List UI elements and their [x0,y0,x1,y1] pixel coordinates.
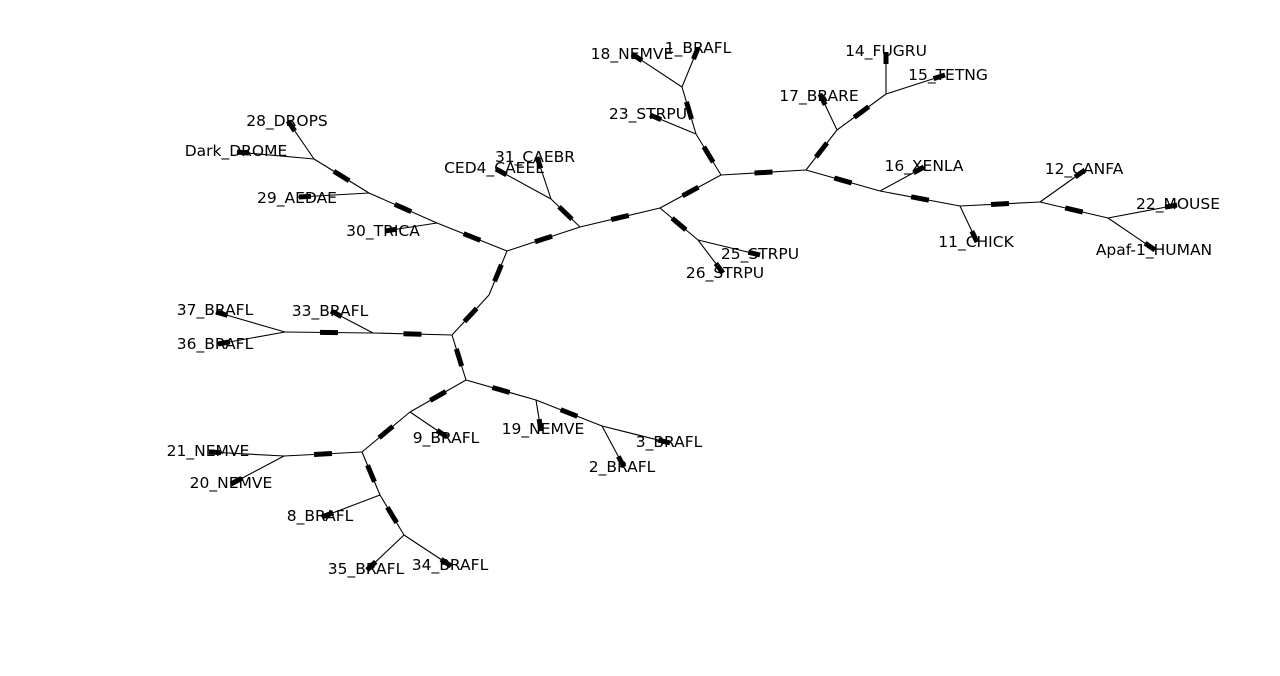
branch-mark-t-u [332,169,351,183]
branch-mark-F-l3 [657,437,671,446]
leaf-label-l3: 3_BRAFL [636,433,703,452]
leaf-label-l20: 20_NEMVE [190,474,273,493]
branch-mark-h-i [910,194,930,203]
branch-B-l21 [208,451,285,457]
branch-mark-D-l35 [365,559,378,572]
branch-mark-d-m [701,145,716,164]
leaf-label-l23: 23_STRPU [609,105,687,124]
leaf-label-l21: 21_NEMVE [167,442,250,461]
branch-mark-i-j [990,201,1010,207]
branch-mark-c-d [681,185,700,198]
branch-mark-n-l18 [630,51,644,63]
branch-mark-E-l19 [536,418,544,432]
leaf-label-l17: 17_BRARE [779,87,858,106]
branch-mark-a-s [462,231,482,243]
branch-mark-s-l30 [384,226,398,234]
branch-mark-z-A [377,424,395,440]
branch-mark-A-C [365,464,377,483]
branch-mark-f-l17 [817,92,828,106]
leaf-label-l1: 1_BRAFL [665,39,732,58]
branch-mark-e-f [814,141,829,159]
branch-mark-y-E [491,385,511,395]
leaf-label-l9: 9_BRAFL [413,429,480,448]
branch-u-ldark [236,151,315,160]
branch-mark-q-l26 [713,261,725,275]
branch-mark-j-k [1064,205,1084,215]
leaf-label-l28: 28_DROPS [246,112,328,131]
branch-mark-C-l8 [321,510,335,520]
branch-mark-D-l34 [439,557,453,569]
branch-mark-y-z [428,389,448,403]
leaf-label-l34: 34_BRAFL [412,556,489,575]
leaf-label-l29: 29_AEDAE [257,189,337,208]
branch-mark-f-g [852,104,871,120]
branch-mark-u-l28 [285,119,297,133]
leaf-label-l22: 22_MOUSE [1136,195,1220,214]
branch-mark-j-l12 [1073,167,1087,179]
leaf-label-l26: 26_STRPU [686,264,764,283]
leaf-label-lapaf: Apaf-1_HUMAN [1096,241,1212,260]
branch-mark-x-l36 [217,339,231,347]
branch-mark-b-c [610,212,630,223]
branch-mark-b-o [557,204,574,222]
leaf-label-l16: 16_XENLA [884,157,963,176]
branch-mark-B-l21 [208,449,222,456]
branch-mark-q-l25 [747,249,761,258]
leaf-labels: 1_BRAFL 2_BRAFL 3_BRAFL 8_BRAFL 9_BRAFL 11_CH… [167,39,1220,579]
leaf-label-l37: 37_BRAFL [177,301,254,320]
leaf-label-l8: 8_BRAFL [287,507,354,526]
leaf-label-l33: 33_BRAFL [292,302,369,321]
branch-mark-root-v [462,306,479,324]
branch-marks [208,47,1178,572]
branch-mark-i-l11 [969,230,980,244]
branch-mark-root-a [492,263,504,283]
branch-mark-o-l31 [534,156,544,170]
leaf-label-l35: 35_BRAFL [328,560,405,579]
leaf-label-l31: 31_CAEBR [495,148,575,167]
branch-mark-u-ldark [236,149,250,156]
branch-mark-t-l29 [298,193,312,200]
leaf-label-ldark: Dark_DROME [185,142,288,161]
branch-mark-E-F [559,407,579,419]
branch-mark-F-l2 [616,455,627,469]
leaf-label-l15: 15_TETNG [908,66,988,85]
branch-mark-n-l1 [691,47,701,61]
branch-mark-d-e [754,169,773,176]
branch-mark-w-l33 [329,308,343,319]
branch-mark-o-lced4 [494,166,508,177]
branch-mark-a-b [534,233,553,245]
branch-mark-k-lapaf [1143,241,1157,253]
branch-mark-g-l15 [932,72,946,82]
leaf-label-l11: 11_CHICK [938,233,1014,252]
leaf-label-l25: 25_STRPU [721,245,799,264]
leaf-label-l19: 19_NEMVE [502,420,585,439]
branch-mark-B-l20 [229,476,243,487]
leaf-label-l2: 2_BRAFL [589,458,656,477]
branch-mark-v-y [453,348,465,367]
leaf-label-l36: 36_BRAFL [177,335,254,354]
branch-mark-C-D [385,505,399,525]
branch-mark-s-t [393,202,413,214]
branch-mark-A-B [313,451,333,457]
branch-mark-k-l22 [1164,202,1178,210]
leaf-label-l30: 30_TRICA [346,222,420,241]
branch-mark-m-l23 [649,112,663,122]
leaf-label-lced4: CED4_CAEEL [444,159,544,178]
leaf-label-l12: 12_CANFA [1045,160,1124,179]
branch-mark-h-l16 [912,164,926,175]
leaf-label-l18: 18_NEMVE [591,45,674,64]
branch-mark-e-h [833,175,853,186]
branch-mark-z-l9 [435,428,449,440]
branch-mark-c-q [670,216,688,232]
branch-mark-x-l37 [215,309,229,318]
leaf-label-l14: 14_FUGRU [845,42,927,61]
branch-mark-m-n [684,101,694,120]
